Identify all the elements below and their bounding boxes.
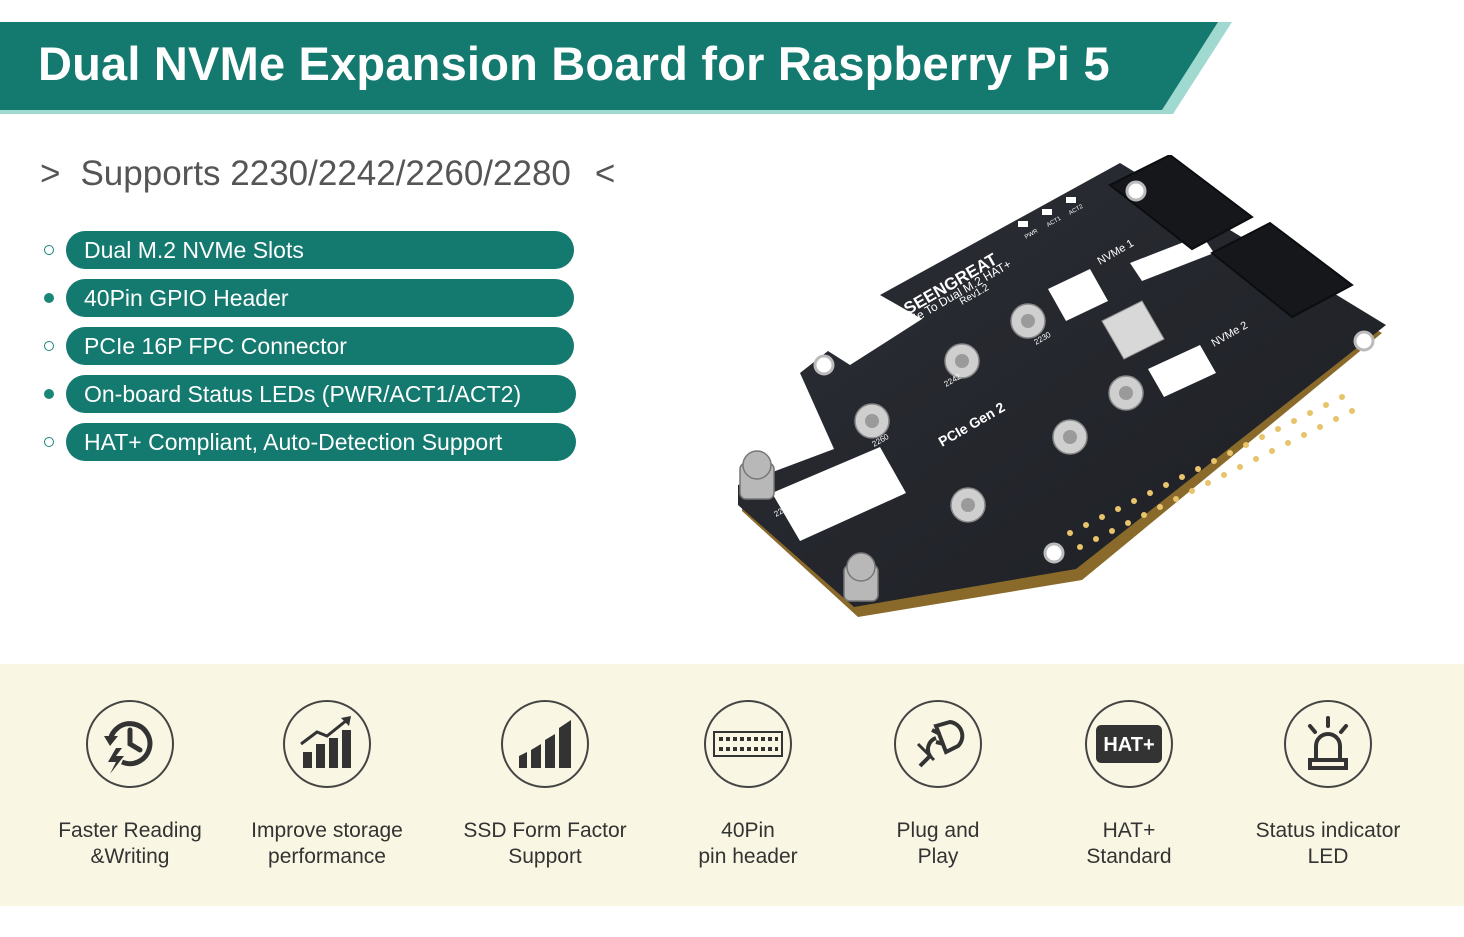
hat-badge-text: HAT+ [1103,734,1154,756]
feature-pill: On-board Status LEDs (PWR/ACT1/ACT2) [66,375,576,413]
cutout-2280 [772,447,906,541]
status-led-icon [1284,700,1372,788]
ring-bullet-icon [44,245,54,255]
fpc-connector [1101,300,1165,360]
feature-pill: PCIe 16P FPC Connector [66,327,574,365]
ring-bullet-icon [44,437,54,447]
dot-bullet-icon [44,389,54,399]
m2-connector-2 [1210,221,1354,319]
cutout-top [1048,269,1108,321]
hat-plus-icon: HAT+ [1085,700,1173,788]
product-board-image: SEENGREAT PCIe To Dual M.2 HAT+ Rev1.2 N… [730,153,1390,625]
gpio-header [1067,394,1355,550]
title-banner: Dual NVMe Expansion Board for Raspberry … [0,22,1232,114]
supports-prefix: > [40,154,61,193]
feature-pill: Dual M.2 NVMe Slots [66,231,574,269]
icon-label: HAT+Standard [1086,819,1172,868]
supports-suffix: < [594,154,616,193]
icon-faster-reading: Faster Reading&Writing [30,700,230,870]
ring-bullet-icon [44,341,54,351]
supports-text: Supports 2230/2242/2260/2280 [80,154,571,193]
icon-hat-plus: HAT+ HAT+Standard [1029,700,1229,870]
thumbscrew [843,552,879,602]
feature-pill: 40Pin GPIO Header [66,279,574,317]
banner-shape [0,22,1232,114]
m2-connector-1 [1108,153,1254,251]
feature-pill: HAT+ Compliant, Auto-Detection Support [66,423,576,461]
cutout-mid [1148,345,1216,397]
pin-header-icon [704,700,792,788]
dot-bullet-icon [44,293,54,303]
growth-chart-icon [283,700,371,788]
fast-clock-icon [86,700,174,788]
plug-icon [894,700,982,788]
icon-label: Faster Reading&Writing [58,819,202,868]
board-body [738,163,1386,607]
supported-sizes: > Supports 2230/2242/2260/2280 < [40,154,615,194]
thumbscrew [739,450,775,500]
bar-sizes-icon [501,700,589,788]
page-title: Dual NVMe Expansion Board for Raspberry … [38,37,1110,90]
